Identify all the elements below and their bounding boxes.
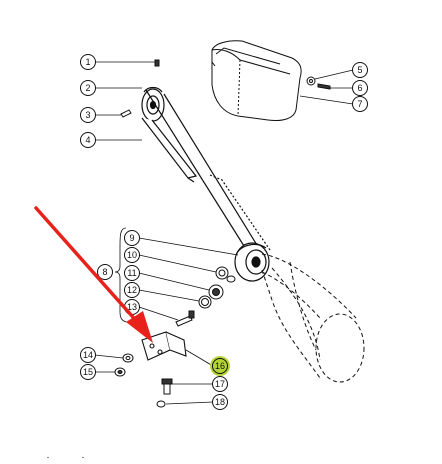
callout-15: 15 xyxy=(80,364,96,380)
upper-pulley xyxy=(141,86,165,122)
washer-part-18 xyxy=(156,400,166,408)
bearing-part-11b xyxy=(208,284,224,300)
svg-text:16: 16 xyxy=(215,361,225,371)
nut-part-15 xyxy=(114,367,126,377)
v-belt xyxy=(141,89,271,251)
callout-14: 14 xyxy=(80,347,96,363)
callout-2: 2 xyxy=(80,80,96,96)
callout-11: 11 xyxy=(124,265,140,281)
washer-part-5 xyxy=(306,76,316,86)
svg-text:7: 7 xyxy=(357,99,362,109)
callout-1: 1 xyxy=(80,54,96,70)
svg-text:12: 12 xyxy=(127,285,137,295)
svg-text:3: 3 xyxy=(85,110,90,120)
svg-text:5: 5 xyxy=(357,65,362,75)
callout-10: 10 xyxy=(124,247,140,263)
belt-guard-cover xyxy=(211,40,302,121)
callout-9: 9 xyxy=(124,230,140,246)
bearing-part-10 xyxy=(215,266,229,280)
callout-5: 5 xyxy=(352,62,368,78)
svg-text:14: 14 xyxy=(83,350,93,360)
svg-text:11: 11 xyxy=(127,268,136,278)
svg-text:17: 17 xyxy=(215,379,225,389)
callout-18: 18 xyxy=(212,394,228,410)
key-part-3 xyxy=(120,109,132,118)
callout-16: 16 xyxy=(210,356,230,376)
svg-text:10: 10 xyxy=(127,250,137,260)
svg-text:18: 18 xyxy=(215,397,225,407)
svg-text:6: 6 xyxy=(357,83,362,93)
callout-17: 17 xyxy=(212,376,228,392)
svg-text:13: 13 xyxy=(127,302,137,312)
leader-lines xyxy=(94,61,354,405)
screw-part-6 xyxy=(317,83,331,90)
lower-pulley xyxy=(234,242,270,282)
bolt-part-1 xyxy=(154,59,160,67)
washer-part-14 xyxy=(122,353,134,363)
svg-text:1: 1 xyxy=(85,57,90,67)
grease-nipple-part-13 xyxy=(175,310,195,327)
footer-marks xyxy=(47,457,84,458)
ring-part-12 xyxy=(198,295,212,309)
svg-text:2: 2 xyxy=(85,83,90,93)
washer-part-11 xyxy=(226,275,236,283)
svg-text:8: 8 xyxy=(102,267,107,277)
callout-8: 8 xyxy=(97,264,113,280)
callout-7: 7 xyxy=(352,96,368,112)
callout-12: 12 xyxy=(124,282,140,298)
svg-text:15: 15 xyxy=(83,367,93,377)
callout-3: 3 xyxy=(80,107,96,123)
svg-text:4: 4 xyxy=(85,135,90,145)
callout-4: 4 xyxy=(80,132,96,148)
callout-6: 6 xyxy=(352,80,368,96)
rotor-cone xyxy=(261,253,365,383)
red-pointer-arrow xyxy=(34,206,153,343)
bolt-part-17 xyxy=(161,378,173,395)
svg-text:9: 9 xyxy=(129,233,134,243)
